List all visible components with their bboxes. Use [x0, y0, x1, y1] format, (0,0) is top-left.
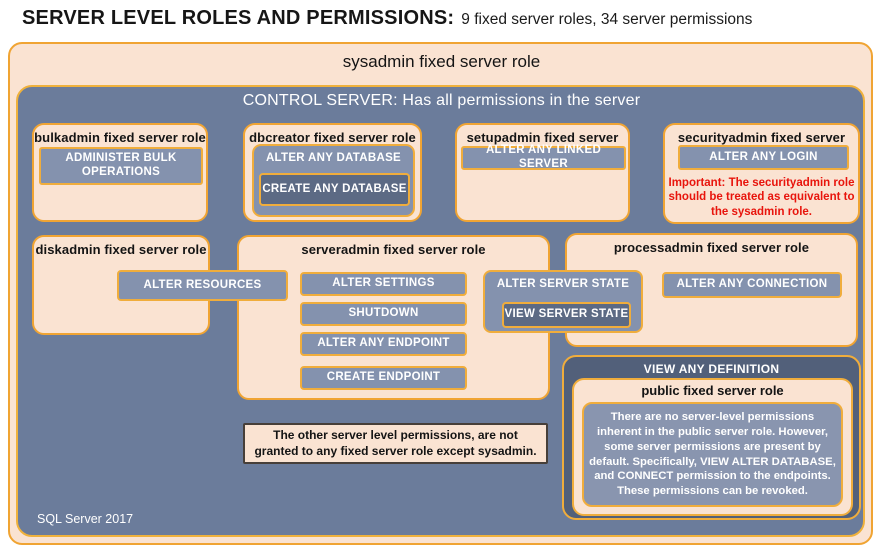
permission-alter-any-database-label: ALTER ANY DATABASE	[265, 152, 402, 164]
bulkadmin-role-box: bulkadmin fixed server role ADMINISTER B…	[32, 123, 208, 222]
permission-view-any-definition-label: VIEW ANY DEFINITION	[643, 362, 780, 376]
permission-alter-settings: ALTER SETTINGS	[300, 272, 467, 296]
permission-create-any-database: CREATE ANY DATABASE	[259, 173, 410, 206]
permission-create-endpoint: CREATE ENDPOINT	[300, 366, 467, 390]
control-server-label: CONTROL SERVER: Has all permissions in t…	[242, 92, 641, 109]
permission-view-server-state: VIEW SERVER STATE	[502, 302, 631, 328]
setupadmin-role-box: setupadmin fixed server role ALTER ANY L…	[455, 123, 630, 222]
permission-shutdown: SHUTDOWN	[300, 302, 467, 326]
permission-alter-server-state-label: ALTER SERVER STATE	[496, 278, 630, 290]
permission-alter-any-linked-server: ALTER ANY LINKED SERVER	[461, 144, 626, 170]
securityadmin-warning-note: Important: The securityadmin role should…	[668, 177, 855, 218]
permission-alter-any-endpoint: ALTER ANY ENDPOINT	[300, 332, 467, 356]
bulkadmin-role-title: bulkadmin fixed server role	[34, 130, 206, 145]
permission-alter-any-login: ALTER ANY LOGIN	[678, 145, 849, 170]
permission-alter-server-state-group: ALTER SERVER STATE VIEW SERVER STATE	[483, 270, 643, 333]
permission-view-any-definition-group: VIEW ANY DEFINITION public fixed server …	[562, 355, 861, 520]
diskadmin-role-title: diskadmin fixed server role	[35, 242, 207, 257]
processadmin-role-title: processadmin fixed server role	[613, 240, 810, 255]
sql-server-version-label: SQL Server 2017	[37, 512, 134, 526]
serveradmin-role-title: serveradmin fixed server role	[301, 242, 486, 257]
page-title-main: SERVER LEVEL ROLES AND PERMISSIONS:	[22, 7, 455, 29]
securityadmin-role-box: securityadmin fixed server role ALTER AN…	[663, 123, 860, 224]
page-title: SERVER LEVEL ROLES AND PERMISSIONS: 9 fix…	[22, 7, 877, 30]
public-role-box: public fixed server role There are no se…	[572, 378, 853, 516]
permission-alter-resources: ALTER RESOURCES	[117, 270, 288, 301]
serveradmin-role-box: serveradmin fixed server role ALTER SETT…	[237, 235, 550, 400]
permission-alter-any-connection: ALTER ANY CONNECTION	[662, 272, 842, 298]
permission-alter-any-database-group: ALTER ANY DATABASE CREATE ANY DATABASE	[252, 144, 415, 217]
public-role-title: public fixed server role	[641, 383, 784, 398]
dbcreator-role-box: dbcreator fixed server role ALTER ANY DA…	[243, 123, 422, 222]
page-title-subtitle: 9 fixed server roles, 34 server permissi…	[461, 11, 753, 28]
public-role-description: There are no server-level permissions in…	[582, 402, 843, 507]
permission-administer-bulk-operations: ADMINISTER BULK OPERATIONS	[39, 147, 203, 185]
sysadmin-role-label: sysadmin fixed server role	[342, 52, 541, 71]
other-permissions-note: The other server level permissions, are …	[243, 423, 548, 464]
dbcreator-role-title: dbcreator fixed server role	[249, 130, 416, 145]
